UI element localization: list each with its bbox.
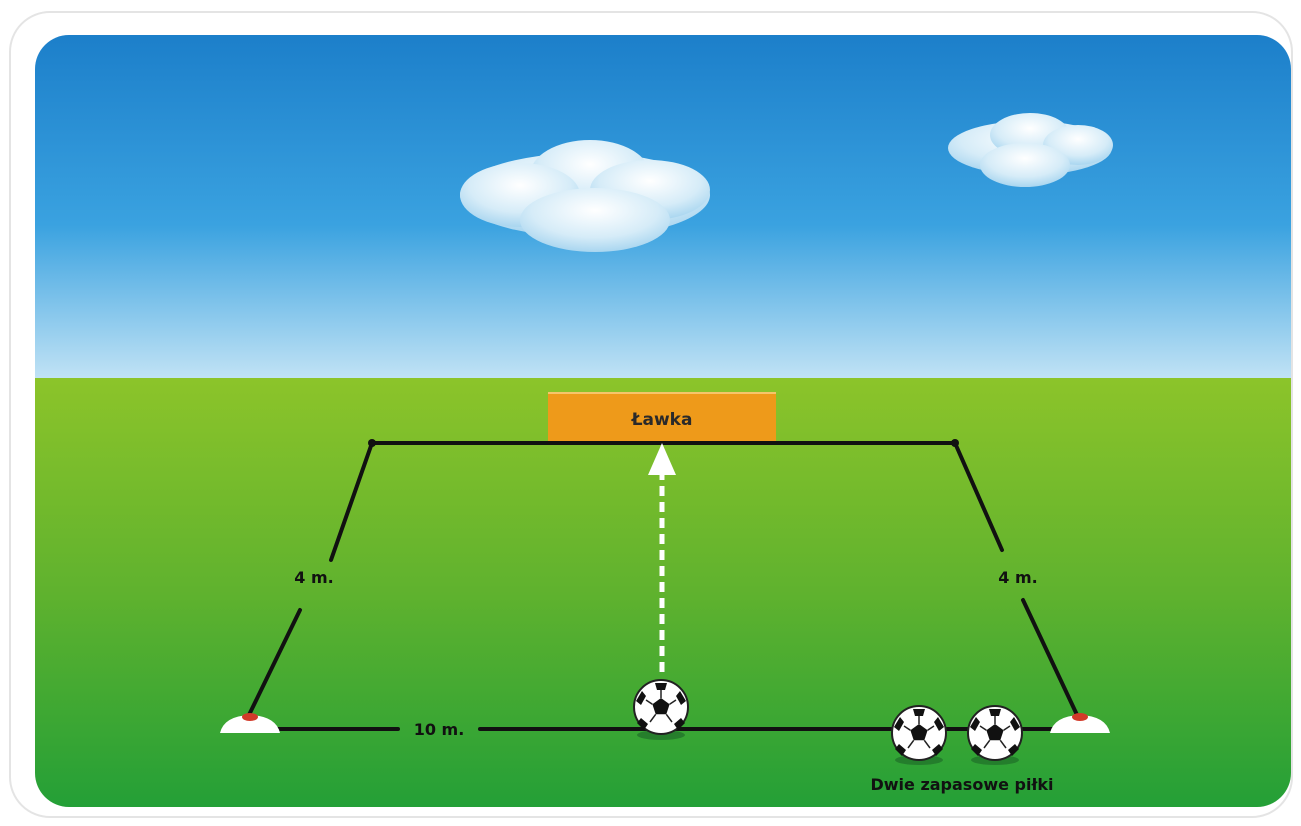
field-outline [246, 441, 1080, 731]
kick-arrow [648, 443, 676, 672]
soccer-ball-icon [967, 705, 1023, 765]
side-right-label: 4 m. [998, 568, 1037, 587]
bench-label: Ławka [631, 410, 693, 430]
cloud-icon [460, 140, 710, 252]
soccer-ball-icon [891, 705, 947, 765]
side-left-label: 4 m. [294, 568, 333, 587]
spare-balls-label: Dwie zapasowe piłki [870, 775, 1053, 794]
soccer-ball-icon [633, 679, 689, 740]
bottom-length-label: 10 m. [414, 720, 465, 739]
cone-icon [1050, 713, 1110, 733]
bench [548, 393, 776, 441]
cone-icon [220, 713, 280, 733]
cloud-icon [948, 113, 1113, 187]
